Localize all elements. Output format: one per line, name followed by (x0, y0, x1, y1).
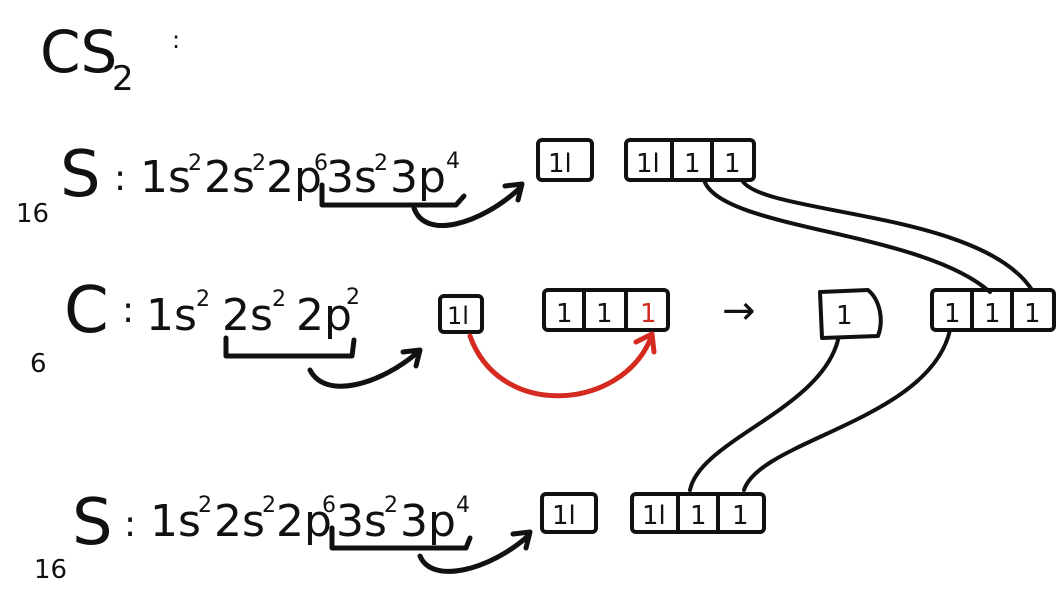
title: CS 2 : (40, 18, 180, 99)
element-symbol: S (60, 138, 101, 212)
separator: : (124, 504, 136, 545)
config-3p: 3p (390, 152, 446, 203)
separator: : (122, 290, 134, 331)
config-2p-exp: 6 (322, 493, 336, 518)
config-2s-exp: 2 (262, 493, 276, 518)
orbital-electrons: 1 (836, 301, 853, 331)
promoted-electron: 1 (640, 299, 657, 329)
orbital-electrons: 1 (724, 149, 741, 179)
config-1s-exp: 2 (198, 493, 212, 518)
config-2p-exp: 6 (314, 151, 328, 176)
atomic-number: 6 (30, 349, 47, 379)
config-1s-exp: 2 (196, 287, 210, 312)
config-3s-exp: 2 (374, 151, 388, 176)
orbital-electrons: 1l (552, 501, 576, 531)
separator: : (114, 158, 126, 199)
orbital-electrons: 1 (984, 299, 1001, 329)
title-main: CS (40, 18, 117, 86)
s-orbital-box: 1l (438, 294, 484, 334)
promotion-arrow (467, 331, 657, 399)
hybrid-s-box: 1 (818, 288, 883, 340)
valence-arrow (417, 529, 533, 574)
electron-config: 1s 2 2s 2 2p 2 (146, 285, 360, 341)
orbital-electrons: 1 (732, 501, 749, 531)
config-1s: 1s (146, 290, 197, 341)
config-3p-exp: 4 (456, 493, 470, 518)
electron-config: 1s 2 2s 2 2p 6 3s 2 3p 4 (150, 493, 470, 547)
config-2p: 2p (296, 290, 352, 341)
orbital-electrons: 1l (447, 302, 469, 330)
config-1s: 1s (140, 152, 191, 203)
row-sulfur-top: 16 S : 1s 2 2s 2 2p 6 3s 2 3p 4 1l 1l 1 … (16, 138, 756, 229)
config-2s: 2s (222, 290, 273, 341)
config-2s: 2s (214, 496, 265, 547)
config-3s: 3s (336, 496, 387, 547)
orbital-electrons: 1 (1024, 299, 1041, 329)
config-2p-exp: 2 (346, 285, 360, 310)
hybrid-p-boxes: 1 1 1 (930, 288, 1056, 332)
p-orbital-boxes: 1l 1 1 (624, 138, 756, 182)
config-2p: 2p (276, 496, 332, 547)
orbital-electrons: 1 (684, 149, 701, 179)
valence-arrow (411, 181, 525, 228)
config-1s-exp: 2 (188, 151, 202, 176)
atomic-number: 16 (34, 555, 67, 585)
s-orbital-box: 1l (536, 138, 594, 182)
bond-curves-bottom (688, 328, 952, 492)
row-sulfur-bottom: 16 S : 1s 2 2s 2 2p 6 3s 2 3p 4 1l 1l 1 … (34, 486, 766, 585)
config-2p: 2p (266, 152, 322, 203)
config-3p-exp: 4 (446, 149, 460, 174)
atomic-number: 16 (16, 199, 49, 229)
valence-arrow (307, 347, 423, 389)
p-orbital-boxes: 1l 1 1 (630, 492, 766, 534)
config-3s: 3s (326, 152, 377, 203)
valence-underline (319, 182, 467, 208)
orbital-electrons: 1 (596, 299, 613, 329)
config-3p: 3p (400, 496, 456, 547)
hybridization-arrow: → (722, 288, 756, 334)
title-subscript: 2 (112, 59, 134, 99)
config-2s-exp: 2 (252, 151, 266, 176)
config-1s: 1s (150, 496, 201, 547)
p-orbital-boxes: 1 1 1 (542, 288, 670, 332)
orbital-electrons: 1l (642, 501, 666, 531)
element-symbol: S (72, 486, 113, 560)
element-symbol: C (64, 274, 109, 348)
orbital-electrons: 1 (556, 299, 573, 329)
orbital-electrons: 1l (548, 149, 572, 179)
orbital-electrons: 1 (944, 299, 961, 329)
row-carbon: 6 C : 1s 2 2s 2 2p 2 1l 1 1 1 → 1 (30, 274, 1056, 399)
valence-underline (329, 525, 473, 551)
config-2s: 2s (204, 152, 255, 203)
s-orbital-box: 1l (540, 492, 598, 534)
config-3s-exp: 2 (384, 493, 398, 518)
bond-curves-top (702, 178, 1034, 294)
electron-config: 1s 2 2s 2 2p 6 3s 2 3p 4 (140, 149, 460, 203)
orbital-electrons: 1 (690, 501, 707, 531)
valence-underline (223, 335, 357, 359)
orbital-electrons: 1l (636, 149, 660, 179)
config-2s-exp: 2 (272, 287, 286, 312)
title-suffix: : (172, 26, 180, 54)
